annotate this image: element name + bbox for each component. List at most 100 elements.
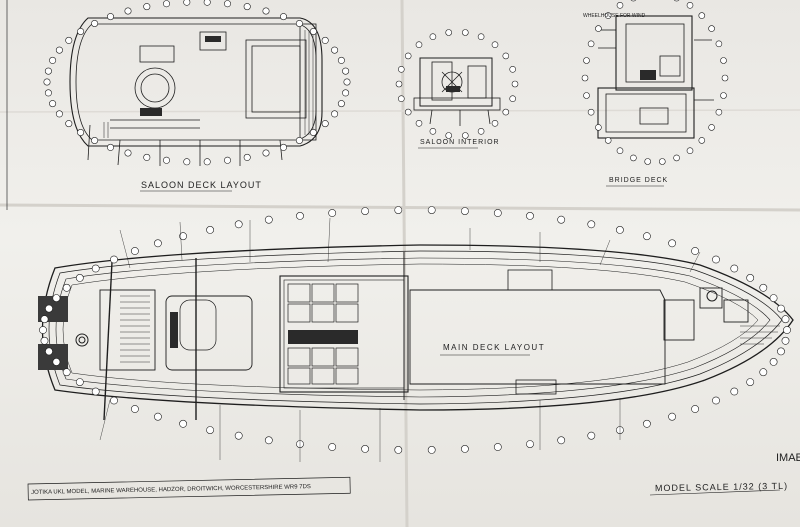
- callout-marker: [77, 129, 85, 137]
- callout-marker: [526, 211, 534, 220]
- callout-marker: [342, 67, 350, 75]
- callout-marker: [698, 12, 706, 19]
- callout-marker: [153, 239, 162, 248]
- callout-marker: [295, 137, 303, 145]
- callout-marker: [712, 396, 720, 405]
- callout-marker: [163, 156, 171, 164]
- callout-marker: [712, 255, 720, 264]
- callout-marker: [526, 440, 534, 448]
- callout-marker: [715, 108, 723, 116]
- callout-marker: [720, 92, 727, 99]
- callout-marker: [644, 158, 652, 165]
- callout-marker: [673, 154, 680, 162]
- saloon-interior-panel: [446, 86, 460, 92]
- callout-marker: [557, 215, 566, 224]
- callout-marker: [49, 56, 57, 64]
- callout-marker: [62, 283, 71, 292]
- callout-marker: [243, 3, 251, 11]
- callout-marker: [124, 149, 132, 157]
- callout-marker: [730, 387, 739, 396]
- callout-marker: [502, 52, 510, 60]
- callout-marker: [163, 0, 171, 8]
- callout-marker: [502, 108, 510, 116]
- callout-marker: [65, 120, 73, 128]
- callout-marker: [460, 444, 469, 453]
- callout-marker: [557, 436, 566, 445]
- callout-marker: [337, 56, 345, 64]
- callout-markers: [39, 0, 791, 454]
- callout-marker: [708, 124, 715, 131]
- callout-marker: [110, 255, 118, 264]
- bridge-dark-panel: [640, 70, 656, 80]
- saloon-deck-hatching: [103, 30, 314, 138]
- callout-marker: [65, 36, 73, 44]
- callout-marker: [658, 158, 666, 165]
- callout-marker: [746, 378, 755, 386]
- callout-marker: [673, 0, 680, 2]
- callout-marker: [91, 264, 100, 273]
- main-deck-hull: [41, 244, 794, 421]
- callout-marker: [461, 29, 469, 36]
- callout-marker: [643, 419, 651, 428]
- callout-marker: [44, 89, 52, 97]
- callout-marker: [394, 445, 403, 454]
- callout-marker: [75, 378, 84, 386]
- leader-lines: [99, 217, 701, 462]
- callout-marker: [769, 357, 778, 366]
- callout-marker: [691, 247, 699, 255]
- callout-marker: [243, 153, 251, 161]
- saloon-dark-panel: [140, 108, 162, 116]
- callout-marker: [511, 80, 519, 88]
- callout-marker: [295, 19, 303, 27]
- callout-marker: [461, 132, 469, 139]
- callout-marker: [616, 225, 624, 234]
- callout-marker: [691, 405, 699, 413]
- callout-marker: [343, 78, 351, 86]
- callout-marker: [698, 137, 706, 144]
- callout-marker: [179, 232, 187, 241]
- callout-marker: [604, 137, 612, 144]
- callout-marker: [429, 128, 437, 135]
- callout-marker: [110, 396, 118, 405]
- saloon-interior-heading: SALOON INTERIOR: [420, 139, 500, 146]
- deck-planking: [120, 295, 780, 363]
- callout-marker: [77, 27, 85, 35]
- callout-marker: [234, 431, 243, 440]
- callout-marker: [587, 108, 595, 116]
- callout-marker: [583, 92, 590, 99]
- image-tag: IMAE: [776, 452, 800, 464]
- saloon-deck-layout-heading: SALOON DECK LAYOUT: [141, 180, 262, 190]
- callout-marker: [777, 304, 785, 313]
- callout-marker: [397, 66, 405, 73]
- callout-marker: [143, 3, 151, 11]
- callout-marker: [427, 206, 436, 214]
- callout-marker: [179, 419, 187, 428]
- callout-marker: [224, 156, 232, 164]
- callout-marker: [668, 239, 676, 248]
- callout-marker: [630, 154, 637, 162]
- callout-marker: [143, 153, 151, 161]
- callout-marker: [397, 95, 405, 102]
- callout-marker: [721, 74, 729, 82]
- callout-marker: [153, 412, 162, 421]
- callout-marker: [52, 294, 61, 302]
- callout-marker: [429, 33, 437, 41]
- callout-marker: [777, 347, 785, 356]
- saloon-table-grid: [287, 283, 359, 385]
- callout-marker: [321, 36, 329, 44]
- callout-marker: [279, 143, 287, 151]
- callout-marker: [404, 52, 412, 60]
- callout-marker: [262, 149, 270, 157]
- callout-marker: [52, 357, 61, 366]
- callout-marker: [264, 215, 273, 224]
- callout-marker: [686, 2, 694, 9]
- callout-marker: [44, 67, 52, 75]
- bridge-deck-drawing: [597, 15, 714, 139]
- callout-marker: [445, 29, 453, 36]
- callout-marker: [708, 25, 715, 32]
- callout-marker: [40, 315, 49, 324]
- callout-marker: [668, 412, 676, 421]
- callout-marker: [39, 326, 47, 334]
- stern-grating: [38, 344, 68, 370]
